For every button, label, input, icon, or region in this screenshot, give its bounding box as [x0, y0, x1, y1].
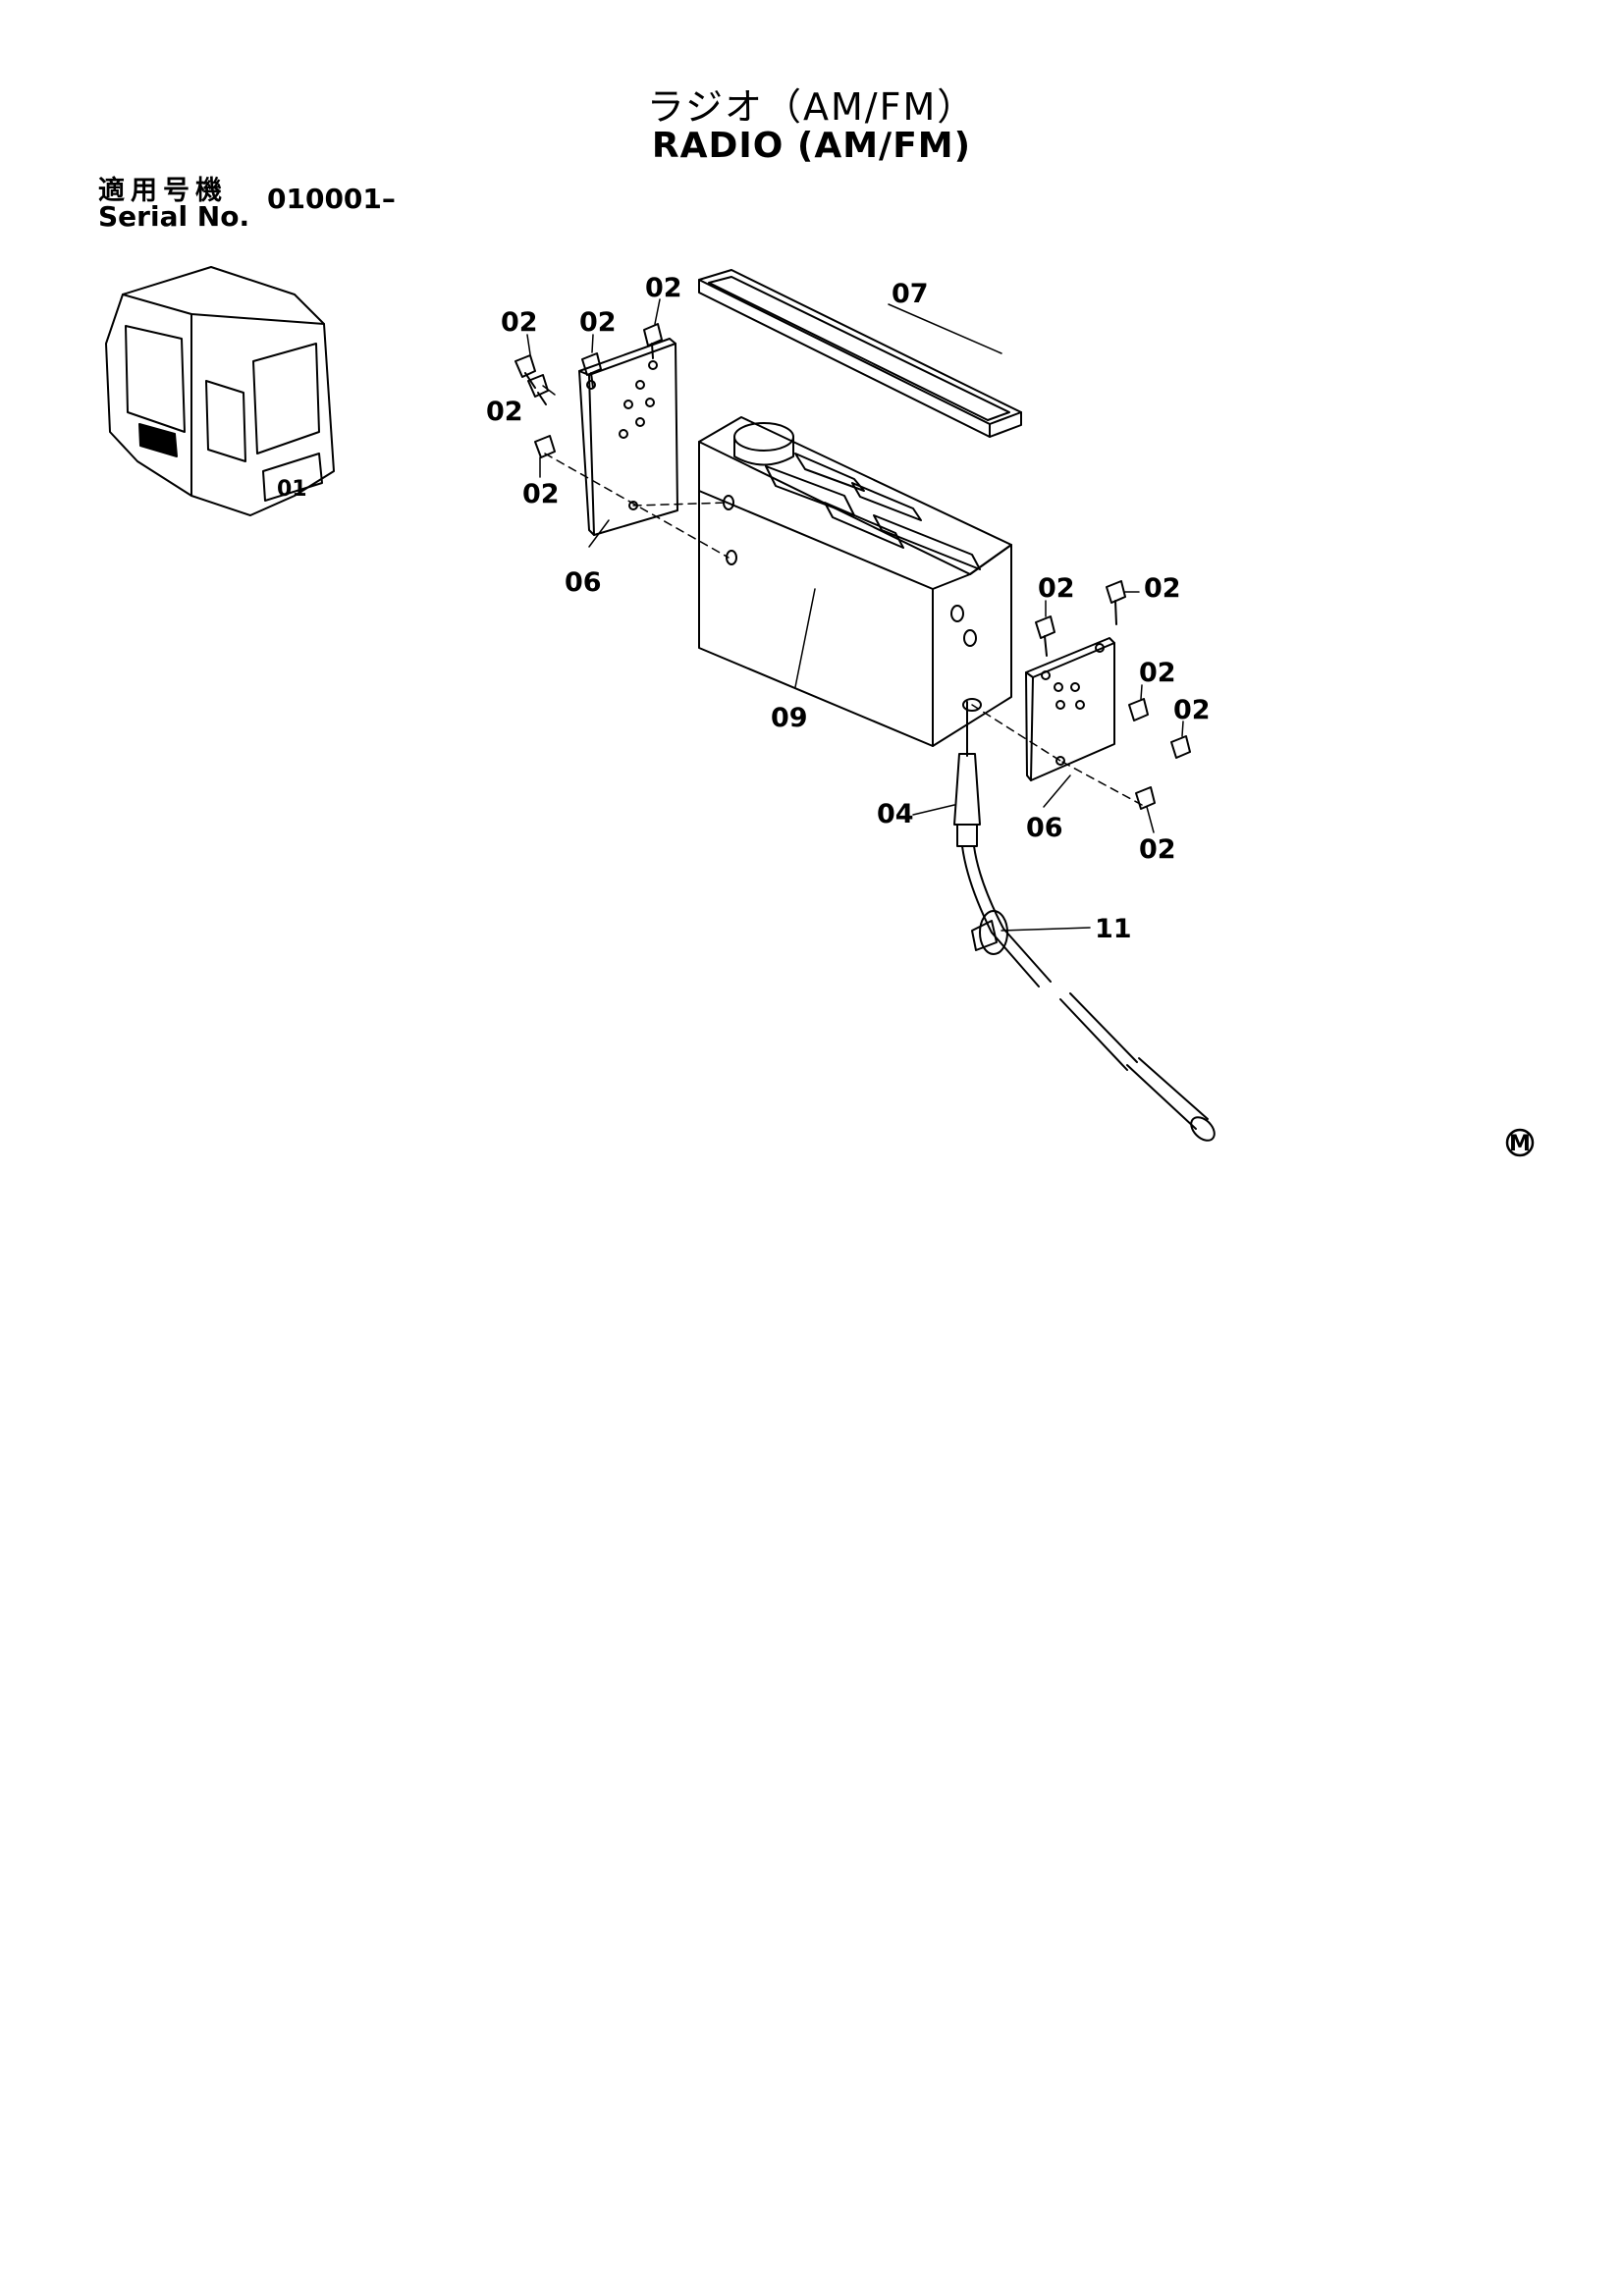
callout-screw-a: 02: [501, 307, 538, 338]
screw-7: [1106, 580, 1126, 625]
callout-radio-unit: 09: [771, 703, 808, 733]
screw-4: [643, 323, 663, 359]
callout-screw-d: 02: [486, 397, 523, 427]
callout-cable-clamp: 11: [1095, 914, 1132, 944]
screw-10: [1135, 786, 1156, 810]
svg-text:01: 01: [277, 477, 307, 502]
screw-parts: [514, 323, 1191, 810]
assembly-lines: [544, 453, 1143, 806]
screw-1: [514, 354, 536, 389]
callout-screw-j: 02: [1139, 834, 1176, 865]
bracket-right-part: [1025, 637, 1115, 781]
screw-2: [527, 374, 549, 405]
callout-screw-f: 02: [1038, 573, 1075, 604]
screw-5: [534, 435, 556, 458]
cable-clamp-part: [971, 910, 1008, 955]
cab-location-illustration: 01: [105, 266, 335, 516]
manual-mark-letter: M: [1509, 1132, 1531, 1156]
radio-unit-part: [698, 416, 1012, 747]
antenna-cable-part: [961, 845, 1216, 1142]
callout-screw-g: 02: [1144, 573, 1181, 604]
serial-number-value: 010001–: [267, 183, 396, 215]
screw-3: [581, 352, 602, 389]
callout-labels: 02 02 02 02 02 02 02 02 02 02 04 06 06 0…: [486, 273, 1211, 944]
callout-screw-h: 02: [1139, 658, 1176, 688]
cover-tray-part: [698, 269, 1022, 438]
callout-cover-tray: 07: [892, 279, 929, 309]
callout-antenna-plug: 04: [877, 799, 914, 829]
page-title-jp: ラジオ（AM/FM）: [646, 85, 977, 129]
callout-screw-e: 02: [522, 479, 560, 509]
screw-9: [1170, 735, 1191, 759]
antenna-plug-part: [953, 701, 981, 847]
callout-screw-c: 02: [645, 273, 682, 303]
manual-mark: M: [1505, 1128, 1535, 1157]
screw-6: [1035, 615, 1055, 657]
callout-screw-i: 02: [1173, 695, 1211, 725]
page-title-en: RADIO (AM/FM): [651, 126, 972, 166]
callout-screw-b: 02: [579, 307, 617, 338]
callout-bracket-right: 06: [1026, 813, 1063, 843]
serial-label-en: Serial No.: [98, 200, 250, 233]
leader-lines: [526, 298, 1184, 932]
bracket-left-part: [578, 338, 678, 536]
serial-label-jp: 適用号機: [98, 176, 228, 206]
callout-bracket-left: 06: [565, 567, 602, 598]
screw-8: [1128, 698, 1149, 721]
